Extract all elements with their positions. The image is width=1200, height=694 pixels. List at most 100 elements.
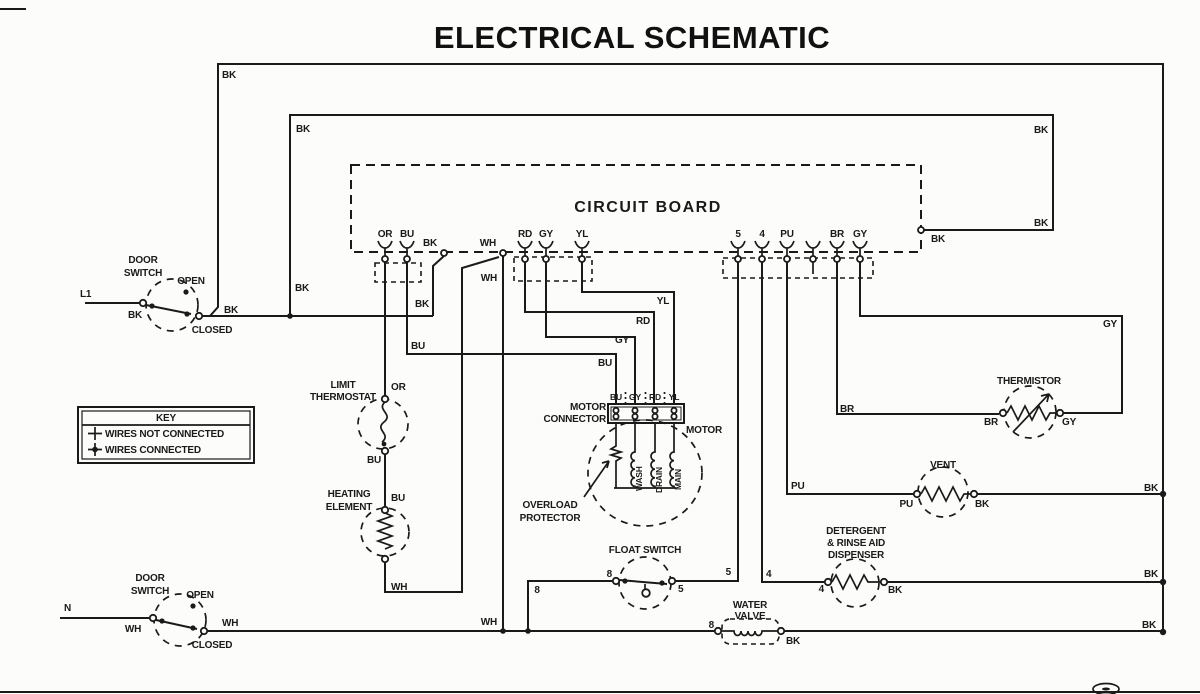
terminal-label-5: 5: [735, 229, 741, 240]
terminal-label-yl: YL: [576, 229, 588, 240]
wire-label-wh: WH: [481, 273, 497, 284]
wire-label-4: 4: [819, 584, 825, 595]
svg-text:MOTOR: MOTOR: [570, 402, 607, 413]
svg-text:VALVE: VALVE: [735, 611, 766, 622]
board-terminal-pins: [381, 226, 925, 263]
terminal-label-bk: BK: [423, 238, 438, 249]
float-ball: [641, 588, 651, 598]
wire-br-thermistor: [836, 262, 999, 415]
svg-text:CLOSED: CLOSED: [192, 325, 232, 336]
terminal-label-bu: BU: [400, 229, 414, 240]
wire-label-bk: BK: [786, 636, 801, 647]
winding-wash: [630, 423, 636, 488]
connector-box-right: [722, 257, 874, 279]
svg-text:LIMIT: LIMIT: [330, 380, 355, 391]
wire-label-8: 8: [709, 620, 715, 631]
wire-label-gy: GY: [1103, 319, 1118, 330]
wire-label-or: OR: [391, 382, 407, 393]
wire-label-8: 8: [534, 585, 540, 596]
wire-bk-board-loop: [289, 114, 1054, 316]
variable-arrow: [1012, 393, 1050, 433]
water-valve: WATER VALVE: [713, 600, 786, 645]
open-contact: [183, 289, 189, 295]
wire-label-5: 5: [726, 567, 732, 578]
svg-text:WH: WH: [125, 624, 141, 635]
wire-label-bu: BU: [411, 341, 425, 352]
svg-text:BK: BK: [224, 305, 239, 316]
svg-text:THERMOSTAT: THERMOSTAT: [310, 392, 376, 403]
open-contact: [190, 603, 196, 609]
wire-label-l1: L1: [80, 289, 92, 300]
vent: VENT: [912, 460, 979, 518]
terminal-label-rd: RD: [518, 229, 532, 240]
wire-label-bu: BU: [598, 358, 612, 369]
page-title: ELECTRICAL SCHEMATIC: [434, 20, 830, 55]
wire-pu-vent: [786, 262, 913, 495]
svg-text:DRAIN: DRAIN: [654, 467, 664, 493]
svg-text:SWITCH: SWITCH: [124, 268, 162, 279]
wire-8-float-drop: [527, 580, 612, 631]
circuit-board-label: CIRCUIT BOARD: [574, 199, 722, 216]
svg-text:THERMISTOR: THERMISTOR: [997, 376, 1062, 387]
wire-label-yl: YL: [657, 296, 669, 307]
terminal-label-gy: GY: [539, 229, 554, 240]
wire-gy-thermistor: [859, 262, 1123, 414]
svg-text:YL: YL: [669, 392, 679, 402]
wire-bk-board-drop: [432, 255, 445, 316]
winding-main: [669, 423, 675, 488]
wire-4-dispenser: [761, 262, 824, 583]
terminal-label-pu: PU: [780, 229, 794, 240]
svg-text:DOOR: DOOR: [128, 255, 158, 266]
wire-label-bk: BK: [415, 299, 430, 310]
wire-yl-motor: [581, 262, 675, 404]
svg-text:VENT: VENT: [930, 460, 956, 471]
wire-label-bk: BK: [296, 124, 311, 135]
overload-protector-element: [608, 423, 624, 488]
svg-text:CONNECTOR: CONNECTOR: [544, 414, 607, 425]
door-switch-top: DOOR SWITCH OPEN CLOSED BK BK: [124, 255, 239, 336]
wire-label-bk: BK: [1144, 569, 1159, 580]
door-switch-bottom: DOOR SWITCH OPEN CLOSED WH WH: [125, 573, 239, 651]
wire-label-bk: BK: [1034, 125, 1049, 136]
detergent-dispenser: DETERGENT & RINSE AID DISPENSER: [823, 526, 889, 608]
svg-text:CLOSED: CLOSED: [192, 640, 232, 651]
wire-label-4: 4: [766, 569, 772, 580]
svg-text:& RINSE AID: & RINSE AID: [827, 538, 885, 549]
key-not-connected: WIRES NOT CONNECTED: [105, 429, 224, 440]
wire-label-pu: PU: [791, 481, 805, 492]
motor: MOTOR WASH DRAIN MAIN: [587, 419, 723, 527]
wire-bk-top-rail-right-bus: [209, 63, 1164, 632]
circuit-board-outline: [350, 164, 922, 253]
svg-text:OVERLOAD: OVERLOAD: [522, 500, 577, 511]
wire-bu-motor: [406, 262, 617, 404]
not-connected-symbol: [88, 427, 102, 440]
svg-text:WATER: WATER: [733, 600, 768, 611]
svg-text:BK: BK: [128, 310, 143, 321]
svg-text:OPEN: OPEN: [177, 276, 205, 287]
wire-label-gy: GY: [615, 335, 630, 346]
wire-label-bu: BU: [391, 493, 405, 504]
wire-label-bk: BK: [1144, 483, 1159, 494]
wire-label-br: BR: [984, 417, 999, 428]
logo-mark: [1092, 682, 1120, 694]
heating-element: HEATING ELEMENT: [326, 489, 410, 564]
svg-text:DOOR: DOOR: [135, 573, 165, 584]
motor-connector: BU GY RD YL MOTOR CONNECTOR: [544, 392, 685, 425]
junction-dot: [287, 313, 293, 319]
wire-label-pu: PU: [900, 499, 914, 510]
limit-thermostat: LIMIT THERMOSTAT: [310, 380, 409, 456]
key-connected: WIRES CONNECTED: [105, 445, 201, 456]
board-terminal-forks: [377, 240, 868, 256]
terminal-label-gy2: GY: [853, 229, 868, 240]
svg-text:SWITCH: SWITCH: [131, 586, 169, 597]
wire-label-bk: BK: [975, 499, 990, 510]
svg-text:WH: WH: [222, 618, 238, 629]
wire-label-8: 8: [607, 569, 613, 580]
motor-label: MOTOR: [686, 425, 723, 436]
svg-text:HEATING: HEATING: [328, 489, 371, 500]
svg-text:RD: RD: [649, 392, 661, 402]
wire-wh-heater-return: [384, 256, 500, 593]
terminal-label-bk-right: BK: [931, 234, 946, 245]
terminal-label-br: BR: [830, 229, 845, 240]
